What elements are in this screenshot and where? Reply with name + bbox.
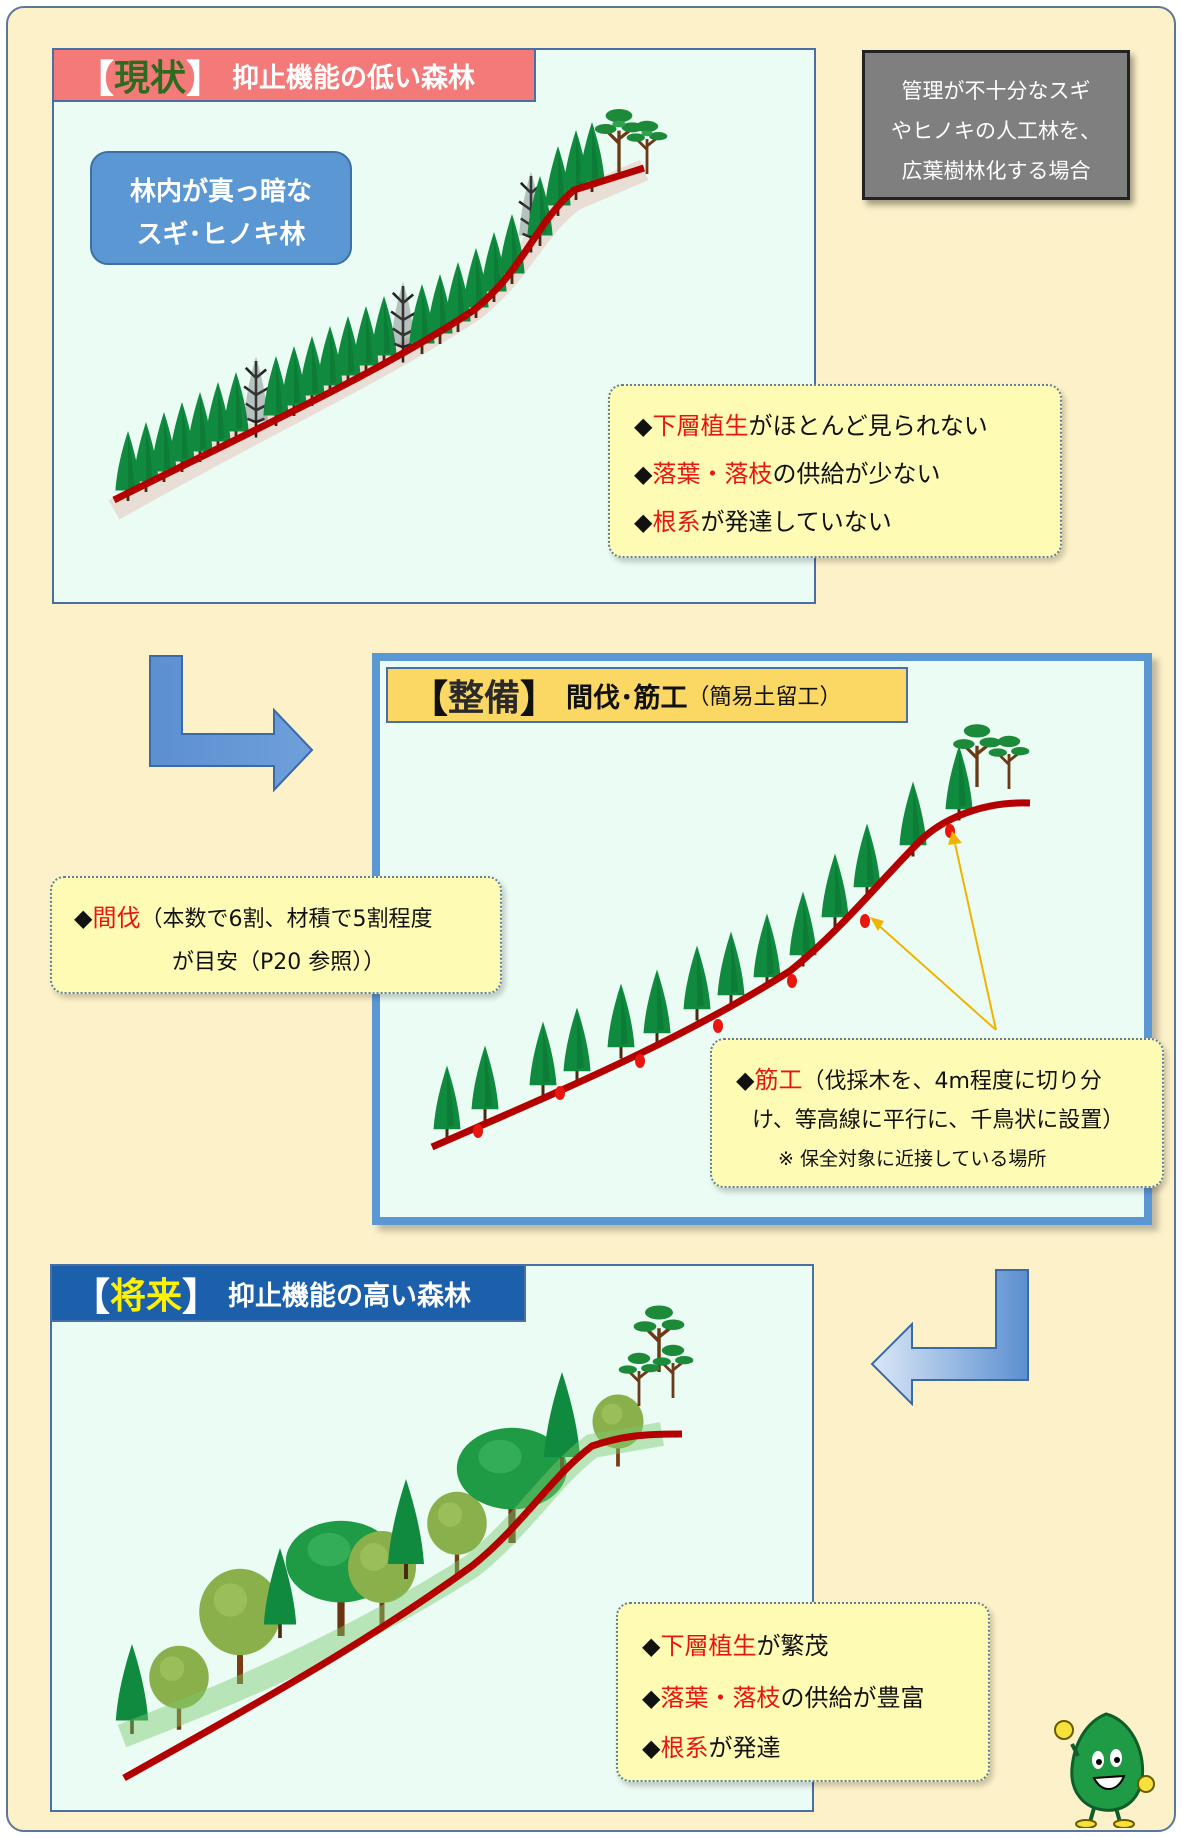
scope-note: 管理が不十分なスギ やヒノキの人工林を、 広葉樹林化する場合 — [862, 50, 1130, 200]
point-highlight: 根系 — [660, 1734, 709, 1762]
point-text: が繁茂 — [756, 1632, 829, 1660]
diamond-icon: ◆ — [634, 460, 653, 488]
leaf-mascot-icon — [1054, 1712, 1155, 1828]
future-title: 抑止機能の高い森林 — [228, 1280, 472, 1312]
diamond-icon: ◆ — [634, 508, 653, 536]
point-text: がほとんど見られない — [748, 412, 988, 440]
page: 【 現状 】 抑止機能の低い森林 林内が真っ暗な スギ･ヒノキ林 管理が不十分な… — [6, 6, 1176, 1832]
point-highlight: 下層植生 — [660, 1632, 757, 1660]
current-point-1: ◆下層植生がほとんど見られない — [634, 406, 988, 441]
bracket-open: 【 — [72, 1274, 111, 1319]
current-title-bar: 【 現状 】 抑止機能の低い森林 — [52, 48, 536, 102]
maintenance-subtitle: （簡易土留工） — [687, 685, 842, 710]
terrace-note: ◆筋工（伐採木を、4m程度に切り分 け、等高線に平行に、千鳥状に設置） ※ 保全… — [710, 1038, 1164, 1188]
diamond-icon: ◆ — [642, 1684, 661, 1712]
maintenance-title: 間伐･筋工 — [566, 682, 688, 714]
thinning-note: ◆間伐（本数で6割、材積で5割程度 が目安（P20 参照）） — [50, 876, 502, 994]
badge-line-1: 林内が真っ暗な — [129, 177, 312, 207]
diamond-icon: ◆ — [634, 412, 653, 440]
maintenance-illustration — [430, 722, 1031, 1151]
thinning-highlight: 間伐 — [92, 904, 141, 932]
current-point-3: ◆根系が発達していない — [634, 502, 892, 537]
bracket-open: 【 — [76, 56, 115, 101]
point-text: の供給が豊富 — [780, 1684, 925, 1712]
current-title: 抑止機能の低い森林 — [232, 62, 476, 94]
current-points-note: ◆下層植生がほとんど見られない ◆落葉・落枝の供給が少ない ◆根系が発達していな… — [608, 384, 1062, 558]
terrace-line-1: ◆筋工（伐採木を、4m程度に切り分 — [736, 1060, 1102, 1095]
future-point-1: ◆下層植生が繁茂 — [642, 1626, 828, 1661]
point-highlight: 下層植生 — [652, 412, 749, 440]
future-forest-illustration — [115, 1303, 694, 1782]
thinning-line-1: ◆間伐（本数で6割、材積で5割程度 — [74, 898, 432, 933]
thinning-text-1: （本数で6割、材積で5割程度 — [140, 907, 433, 932]
future-points-note: ◆下層植生が繁茂 ◆落葉・落枝の供給が豊富 ◆根系が発達 — [616, 1602, 990, 1782]
terrace-highlight: 筋工 — [754, 1066, 803, 1094]
slope-ground-line — [430, 799, 1031, 1151]
slope-ground-line — [112, 164, 646, 504]
maintenance-key-label: 整備 — [448, 678, 521, 719]
dark-forest-badge: 林内が真っ暗な スギ･ヒノキ林 — [90, 151, 352, 265]
current-forest-panel — [52, 48, 816, 604]
point-highlight: 根系 — [652, 508, 701, 536]
point-text: が発達していない — [700, 508, 892, 536]
log-terraces — [473, 824, 955, 1138]
badge-line-2: スギ･ヒノキ林 — [136, 220, 306, 250]
scope-line-1: 管理が不十分なスギ — [901, 79, 1091, 103]
terrace-note-line: ※ 保全対象に近接している場所 — [778, 1148, 1047, 1170]
diamond-icon: ◆ — [642, 1632, 661, 1660]
future-key-label: 将来 — [110, 1276, 183, 1317]
bracket-open: 【 — [410, 676, 449, 721]
current-key-label: 現状 — [114, 58, 187, 99]
point-highlight: 落葉・落枝 — [660, 1684, 781, 1712]
thinning-line-2: が目安（P20 参照）） — [172, 950, 386, 975]
current-point-2: ◆落葉・落枝の供給が少ない — [634, 454, 940, 489]
bracket-close: 】 — [182, 1274, 221, 1319]
bracket-close: 】 — [520, 676, 559, 721]
diamond-icon: ◆ — [736, 1066, 755, 1094]
future-title-bar: 【 将来 】 抑止機能の高い森林 — [50, 1264, 526, 1322]
terrace-text-1: （伐採木を、4m程度に切り分 — [802, 1069, 1102, 1094]
scope-line-3: 広葉樹林化する場合 — [901, 159, 1091, 183]
terrace-line-2: け、等高線に平行に、千鳥状に設置） — [752, 1108, 1125, 1133]
point-highlight: 落葉・落枝 — [652, 460, 773, 488]
maintenance-title-bar: 【 整備 】 間伐･筋工 （簡易土留工） — [386, 667, 908, 723]
point-text: が発達 — [708, 1734, 781, 1762]
point-text: の供給が少ない — [772, 460, 941, 488]
diamond-icon: ◆ — [642, 1734, 661, 1762]
scope-line-2: やヒノキの人工林を、 — [891, 119, 1101, 143]
slope-ground-line — [122, 1430, 683, 1782]
arrow-to-maintenance-icon — [149, 655, 314, 792]
mixed-forest — [115, 1303, 694, 1734]
future-point-3: ◆根系が発達 — [642, 1728, 780, 1763]
current-forest-illustration — [108, 107, 668, 520]
arrow-to-future-icon — [870, 1269, 1029, 1406]
diamond-icon: ◆ — [74, 904, 93, 932]
bracket-close: 】 — [186, 56, 225, 101]
future-point-2: ◆落葉・落枝の供給が豊富 — [642, 1678, 924, 1713]
